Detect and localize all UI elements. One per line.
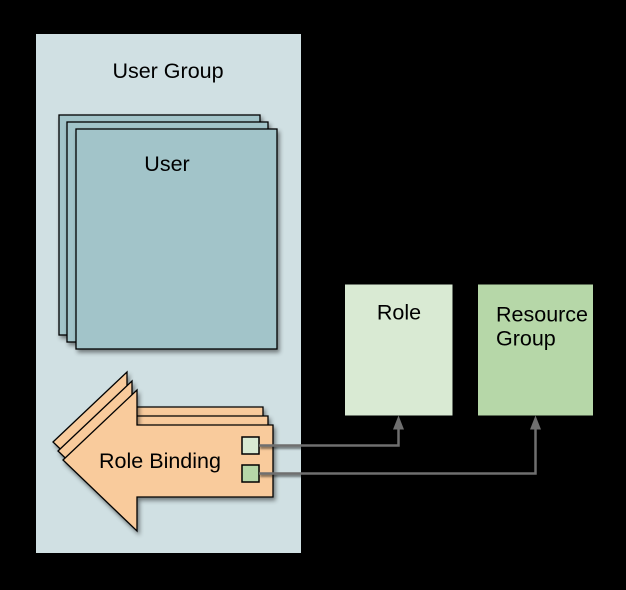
connector-role <box>259 415 404 447</box>
role-box <box>345 284 453 416</box>
user-label: User <box>144 152 189 176</box>
user-group-label: User Group <box>112 59 223 83</box>
resource-group-label-line1: Resource <box>496 303 588 327</box>
resource-group-box <box>478 284 593 416</box>
connector-role-arrowhead-icon <box>393 415 404 430</box>
role-label: Role <box>377 301 421 325</box>
connector-resource-group <box>259 415 541 475</box>
role-binding-stack: Role Binding <box>52 370 274 533</box>
connector-role-line <box>259 429 400 447</box>
resource-group-label-line2: Group <box>496 327 556 351</box>
connector-resource-group-line <box>259 429 537 475</box>
user-stack: User <box>58 114 278 350</box>
role-slot-square <box>241 436 260 455</box>
user-card-front <box>75 128 278 350</box>
resource-group-slot-square <box>241 464 260 483</box>
role-binding-label: Role Binding <box>99 449 221 473</box>
role-binding-arrow-front <box>62 388 274 533</box>
connector-resource-group-arrowhead-icon <box>530 415 541 430</box>
